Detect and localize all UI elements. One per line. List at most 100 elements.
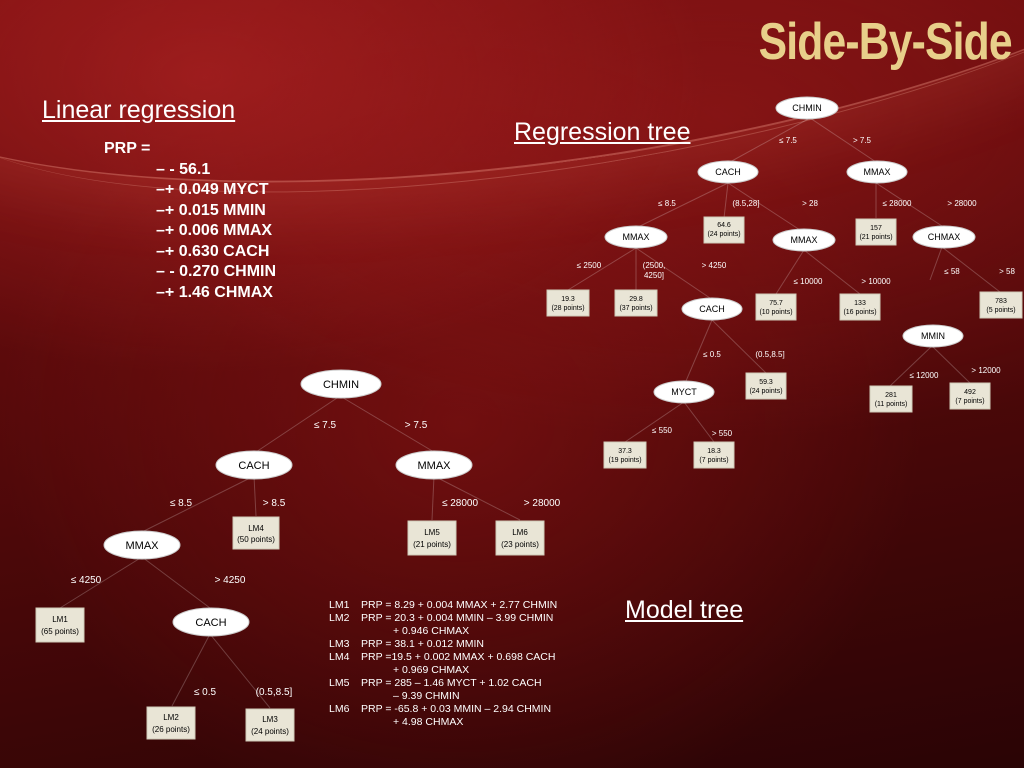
rt-edge-label: ≤ 0.5 — [703, 350, 721, 359]
rt-leaf — [855, 218, 897, 246]
equation-line: –+ 0.630 CACH — [156, 242, 270, 260]
model-formula: PRP = 38.1 + 0.012 MMIN — [361, 638, 484, 650]
rt-edge-label: > 58 — [999, 267, 1015, 276]
mt-leaf-model: LM2 — [163, 713, 179, 722]
mt-edge-label: ≤ 4250 — [71, 575, 102, 586]
mt-leaf — [245, 708, 295, 742]
slide-title: Side-By-Side — [758, 13, 1013, 71]
mt-edge-label: > 7.5 — [405, 420, 428, 431]
mt-edge-label: > 4250 — [215, 575, 246, 586]
rt-leaf — [603, 441, 647, 469]
model-formula-continued: + 0.969 CHMAX — [393, 664, 470, 676]
rt-leaf-count: (5 points) — [986, 307, 1015, 314]
model-tree: CHMIN CACH MMAX MMAX CACH LM4 (50 points… — [35, 369, 561, 742]
rt-edge-label: ≤ 2500 — [577, 261, 602, 270]
rt-edge-label: ≤ 550 — [652, 426, 673, 435]
mt-edge-label: > 28000 — [524, 498, 561, 509]
rt-leaf-value: 133 — [854, 300, 866, 307]
rt-node-label: MMAX — [864, 167, 891, 177]
rt-edge-label: ≤ 7.5 — [779, 136, 797, 145]
mt-edge-label: ≤ 0.5 — [194, 687, 217, 698]
rt-edge-label: > 10000 — [861, 277, 891, 286]
rt-edge-label: > 550 — [712, 429, 733, 438]
linear-models-list: LM1 PRP = 8.29 + 0.004 MMAX + 2.77 CHMIN… — [329, 599, 591, 729]
model-id: LM6 — [329, 703, 350, 715]
rt-leaf-value: 492 — [964, 389, 976, 396]
rt-leaf-count: (21 points) — [859, 234, 892, 241]
mt-leaf-count: (26 points) — [152, 725, 190, 734]
model-id: LM5 — [329, 677, 350, 689]
mt-leaf-count: (50 points) — [237, 535, 275, 544]
mt-node-mmax — [395, 450, 473, 480]
rt-leaf-count: (7 points) — [699, 457, 728, 464]
rt-node-myct — [653, 380, 715, 404]
equation-line: –+ 0.006 MMAX — [156, 222, 273, 239]
linear-model-entry: LM4 PRP =19.5 + 0.002 MMAX + 0.698 CACH … — [329, 651, 591, 677]
mt-node-label: CACH — [195, 617, 226, 629]
rt-node-label: MMAX — [791, 235, 818, 245]
mt-node-label: CACH — [238, 460, 269, 472]
rt-leaf-count: (16 points) — [843, 309, 876, 316]
rt-leaf — [755, 293, 797, 321]
mt-leaf — [146, 706, 196, 740]
equation-line: –+ 0.049 MYCT — [156, 181, 269, 198]
rt-edge-label: ≤ 10000 — [794, 277, 823, 286]
mt-leaf-count: (65 points) — [41, 627, 79, 636]
mt-leaf-model: LM5 — [424, 528, 440, 537]
model-formula-continued: – 9.39 CHMIN — [393, 690, 460, 702]
model-id: LM2 — [329, 612, 350, 624]
rt-leaf-value: 19.3 — [561, 296, 575, 303]
rt-edge-label: > 4250 — [702, 261, 727, 270]
rt-leaf — [745, 372, 787, 400]
rt-node-label: CHMAX — [928, 232, 961, 242]
rt-edge-label: ≤ 8.5 — [658, 199, 676, 208]
rt-leaf-count: (24 points) — [749, 388, 782, 395]
rt-edge-label: > 28 — [802, 199, 818, 208]
model-id: LM4 — [329, 651, 350, 663]
rt-leaf-value: 18.3 — [707, 448, 721, 455]
rt-node-label: CHMIN — [792, 103, 822, 113]
model-id: LM3 — [329, 638, 350, 650]
mt-node-label: MMAX — [418, 460, 452, 472]
rt-edge-label: > 12000 — [971, 366, 1001, 375]
rt-leaf-value: 37.3 — [618, 448, 632, 455]
mt-leaf-count: (24 points) — [251, 727, 289, 736]
rt-leaf — [949, 382, 991, 410]
mt-node-cach — [215, 450, 293, 480]
rt-leaf — [614, 289, 658, 317]
linear-model-entry: LM1 PRP = 8.29 + 0.004 MMAX + 2.77 CHMIN — [329, 599, 591, 612]
rt-leaf-value: 29.8 — [629, 296, 643, 303]
mt-leaf-count: (21 points) — [413, 540, 451, 549]
equation-line: PRP = — [104, 140, 151, 157]
equation-line: – - 56.1 — [156, 160, 211, 178]
model-tree-heading: Model tree — [625, 596, 744, 624]
equation-line: –+ 1.46 CHMAX — [156, 283, 273, 301]
linear-model-entry: LM5 PRP = 285 – 1.46 MYCT + 1.02 CACH – … — [329, 677, 591, 703]
model-formula-continued: + 4.98 CHMAX — [393, 716, 464, 728]
rt-leaf-count: (28 points) — [551, 305, 584, 312]
rt-node-mmax — [772, 228, 836, 252]
rt-node-label: CACH — [699, 304, 725, 314]
rt-edge-label: ≤ 58 — [944, 267, 960, 276]
model-formula: PRP = -65.8 + 0.03 MMIN – 2.94 CHMIN — [361, 703, 552, 715]
rt-node-label: MYCT — [671, 387, 697, 397]
rt-node-mmax — [846, 160, 908, 184]
rt-leaf-value: 75.7 — [769, 300, 783, 307]
model-formula-continued: + 0.946 CHMAX — [393, 625, 470, 637]
model-tree-edges — [59, 395, 521, 709]
rt-leaf-value: 64.6 — [717, 222, 731, 229]
rt-node-chmax — [912, 225, 976, 249]
linear-model-entry: LM2 PRP = 20.3 + 0.004 MMIN – 3.99 CHMIN… — [329, 612, 591, 638]
rt-leaf — [979, 291, 1023, 319]
rt-node-chmin — [775, 96, 839, 120]
regression-tree-edges — [567, 117, 1001, 443]
rt-leaf-value: 783 — [995, 298, 1007, 305]
rt-leaf-count: (24 points) — [707, 231, 740, 238]
linear-regression-equation: PRP = – - 56.1 –+ 0.049 MYCT –+ 0.015 MM… — [104, 139, 276, 303]
linear-model-entry: LM3 PRP = 38.1 + 0.012 MMIN — [329, 638, 591, 651]
rt-node-cach — [681, 297, 743, 321]
mt-leaf — [495, 520, 545, 556]
rt-node-cach — [697, 160, 759, 184]
rt-node-label: MMAX — [623, 232, 650, 242]
rt-edge-label: (8.5,28] — [732, 199, 759, 208]
